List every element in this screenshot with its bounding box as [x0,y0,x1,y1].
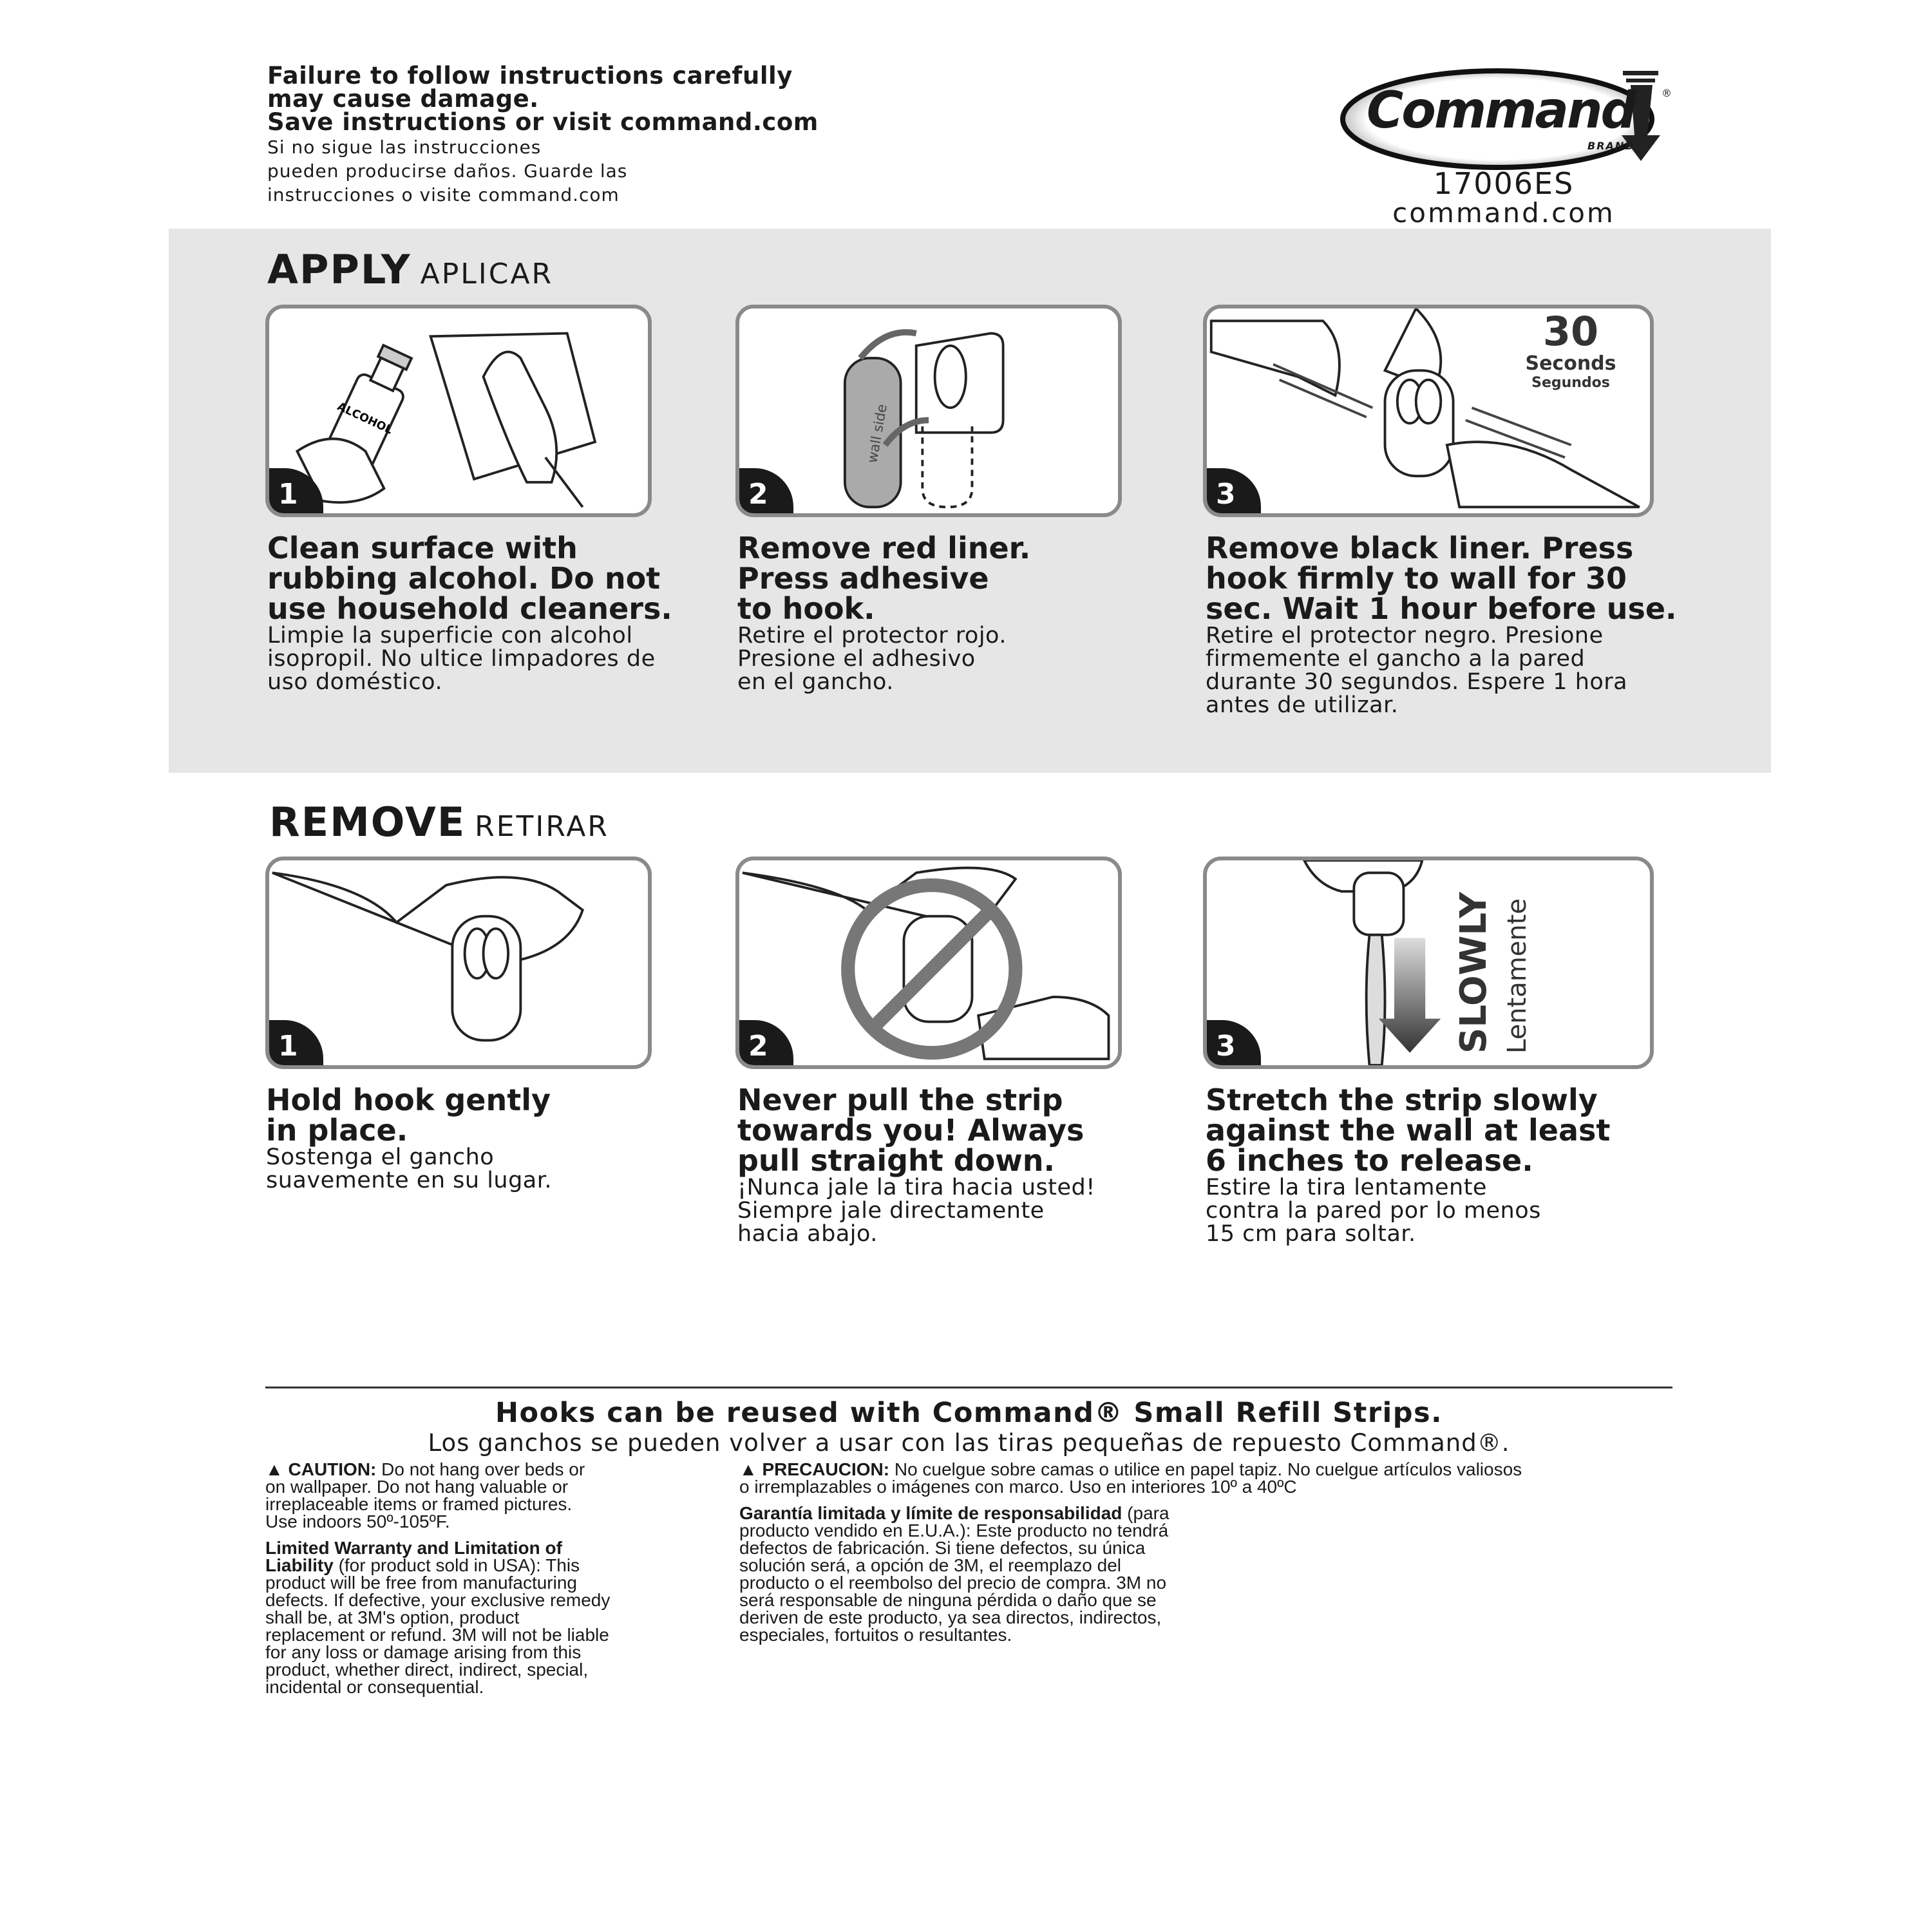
logo-brand: Command [1367,82,1636,140]
warning-line: Save instructions or visit command.com [267,108,819,136]
warning-line-es: pueden producirse daños. Guarde las [267,160,628,182]
step-title: Never pull the strip towards you! Always… [737,1083,1084,1178]
warning-block: Failure to follow instructions carefully… [267,64,819,205]
warning-line-es: instrucciones o visite command.com [267,184,620,205]
step-title: Remove red liner. Press adhesive to hook… [737,531,1031,626]
website: command.com [1392,197,1615,229]
warranty-text-es: (para producto vendido en E.U.A.): Este … [739,1503,1170,1645]
step-title: Remove black liner. Press hook firmly to… [1206,531,1677,626]
timer-unit: Seconds [1525,352,1616,375]
alcohol-bottle-wipe-icon: ALCOHOL [295,332,597,508]
remove-title-es: RETIRAR [475,810,609,843]
warranty-label-es: Garantía limitada y límite de responsabi… [739,1503,1122,1523]
warning-line-es: Si no sigue las instrucciones [267,137,542,158]
warranty-label: Limited Warranty and Limitation of Liabi… [265,1538,562,1575]
remove-step-3-text: Stretch the strip slowly against the wal… [1206,1083,1611,1247]
apply-step-3-illustration: 30 Seconds Segundos 3 [1203,305,1654,517]
apply-title-es: APLICAR [420,258,554,290]
registered-mark: ® [1662,87,1672,99]
product-code: 17006ES [1433,166,1575,201]
slowly-label-es: Lentamente [1502,898,1532,1054]
warning-icon: ▲ [265,1459,289,1479]
caution-en: ▲ CAUTION: Do not hang over beds or on w… [265,1459,585,1531]
adhesive-strip-hook-icon: wall side [843,329,1005,509]
remove-step-1-text: Hold hook gently in place. Sostenga el g… [266,1083,553,1193]
caution-text-es: No cuelgue sobre camas o utilice en pape… [739,1459,1522,1497]
remove-step-2-illustration: 2 [735,857,1122,1069]
caution-text: Do not hang over beds or on wallpaper. D… [265,1459,585,1531]
step-title: Stretch the strip slowly against the wal… [1206,1083,1611,1178]
press-hook-hands-icon [1209,308,1640,509]
divider [265,1387,1672,1388]
timer-unit-es: Segundos [1531,375,1610,391]
warning-line: Failure to follow instructions carefully [267,62,793,90]
apply-step-2-illustration: wall side 2 [735,305,1122,517]
step-number: 3 [1207,468,1261,513]
step-text-es: Sostenga el gancho suavemente en su luga… [266,1144,553,1193]
apply-step-2-text: Remove red liner. Press adhesive to hook… [737,533,1030,694]
logo-sub: BRAND [1587,140,1635,152]
apply-step-3-text: Remove black liner. Press hook firmly to… [1206,533,1677,717]
warranty-en: Limited Warranty and Limitation of Liabi… [265,1539,610,1696]
hold-hook-icon [272,871,584,1042]
remove-step-3-illustration: SLOWLY Lentamente 3 [1203,857,1654,1069]
reuse-note: Hooks can be reused with Command® Small … [495,1397,1443,1429]
remove-heading: REMOVE RETIRAR [269,799,609,846]
warranty-es: Garantía limitada y límite de responsabi… [739,1503,1170,1645]
step-title: Hold hook gently in place. [266,1083,551,1148]
step-text-es: Retire el protector negro. Presione firm… [1206,623,1628,718]
step-text-es: ¡Nunca jale la tira hacia usted! Siempre… [737,1175,1095,1247]
timer-value: 30 [1542,308,1599,355]
slowly-label: SLOWLY [1453,892,1495,1054]
step-text-es: Limpie la superficie con alcohol isoprop… [267,623,656,695]
remove-step-2-text: Never pull the strip towards you! Always… [737,1083,1095,1247]
step-text-es: Estire la tira lentamente contra la pare… [1206,1175,1541,1247]
step-text-es: Retire el protector rojo. Presione el ad… [737,623,1007,695]
warning-line: may cause damage. [267,85,539,113]
prohibited-pull-icon [742,866,1110,1061]
caution-label-es: PRECAUCION: [762,1459,890,1479]
command-logo: Command BRAND ® [1340,64,1674,174]
apply-step-1-text: Clean surface with rubbing alcohol. Do n… [267,533,672,694]
step-number: 3 [1207,1020,1261,1065]
reuse-note-es: Los ganchos se pueden volver a usar con … [428,1429,1510,1457]
warning-icon: ▲ [739,1459,762,1479]
stretch-strip-down-icon [1303,860,1441,1065]
remove-step-1-illustration: 1 [265,857,652,1069]
apply-step-1-illustration: ALCOHOL 1 [265,305,652,517]
warranty-text: (for product sold in USA): This product … [265,1555,611,1697]
step-title: Clean surface with rubbing alcohol. Do n… [267,531,672,626]
remove-title: REMOVE [269,799,466,846]
caution-label: CAUTION: [288,1459,377,1479]
apply-title: APPLY [267,246,412,293]
caution-es: ▲ PRECAUCION: No cuelgue sobre camas o u… [739,1459,1522,1497]
